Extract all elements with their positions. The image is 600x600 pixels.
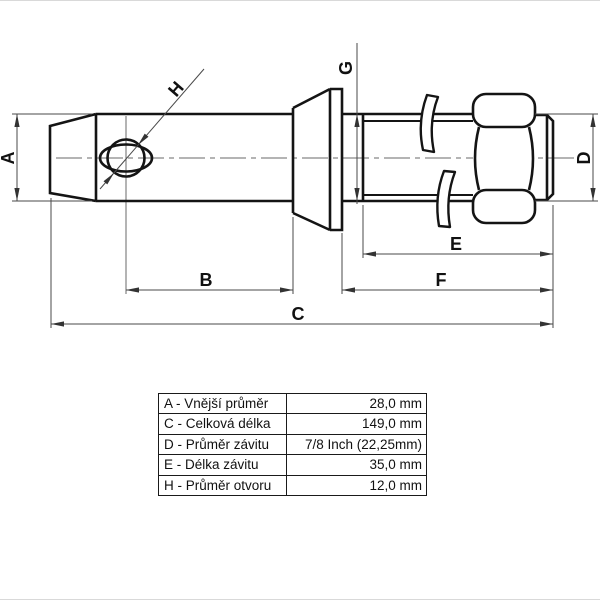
spec-label: H - Průměr otvoru: [158, 474, 287, 497]
spec-value: 35,0 mm: [286, 454, 427, 476]
spec-label: C - Celková délka: [158, 413, 287, 435]
dimension-label-c: C: [292, 304, 305, 324]
table-row: E - Délka závitu 35,0 mm: [158, 454, 427, 476]
spec-table: A - Vnější průměr 28,0 mm C - Celková dé…: [158, 392, 427, 497]
table-row: H - Průměr otvoru 12,0 mm: [158, 474, 427, 497]
table-row: C - Celková délka 149,0 mm: [158, 413, 427, 435]
pin-body: [48, 112, 293, 203]
pin-hole: [106, 138, 146, 178]
technical-drawing: A G D H: [0, 43, 598, 328]
pin-hole-projection: [98, 143, 154, 173]
flange-cone: [291, 87, 344, 232]
dimension-d: D: [535, 113, 598, 202]
dimension-f: F: [341, 233, 553, 294]
dimension-label-g: G: [336, 61, 356, 75]
thread-break-lower: [436, 169, 457, 229]
thread-break-upper: [419, 93, 440, 154]
spec-value: 28,0 mm: [286, 392, 427, 415]
dimension-label-d: D: [574, 152, 594, 165]
dimension-label-b: B: [200, 270, 213, 290]
spec-label: D - Průměr závitu: [158, 433, 287, 456]
spec-label: E - Délka závitu: [158, 454, 287, 476]
dimension-label-e: E: [450, 234, 462, 254]
spec-value: 149,0 mm: [286, 413, 427, 435]
dimension-label-h: H: [164, 78, 188, 101]
dimension-c: C: [50, 198, 553, 328]
thread-section: [342, 112, 473, 203]
thread-end: [535, 113, 555, 202]
dimension-label-a: A: [0, 152, 18, 165]
spec-value: 7/8 Inch (22,25mm): [286, 433, 427, 456]
spec-label: A - Vnější průměr: [158, 392, 287, 415]
dimension-label-f: F: [436, 270, 447, 290]
table-row: D - Průměr závitu 7/8 Inch (22,25mm): [158, 433, 427, 456]
dimension-g: G: [336, 43, 360, 204]
dimension-b: B: [126, 217, 294, 294]
dimension-e: E: [362, 205, 554, 328]
spec-value: 12,0 mm: [286, 474, 427, 497]
hex-nut: [471, 92, 537, 225]
thread-minor-lines: [363, 120, 473, 196]
dimension-a: A: [0, 113, 92, 202]
dimension-h: H: [99, 68, 205, 190]
table-row: A - Vnější průměr 28,0 mm: [158, 392, 427, 415]
